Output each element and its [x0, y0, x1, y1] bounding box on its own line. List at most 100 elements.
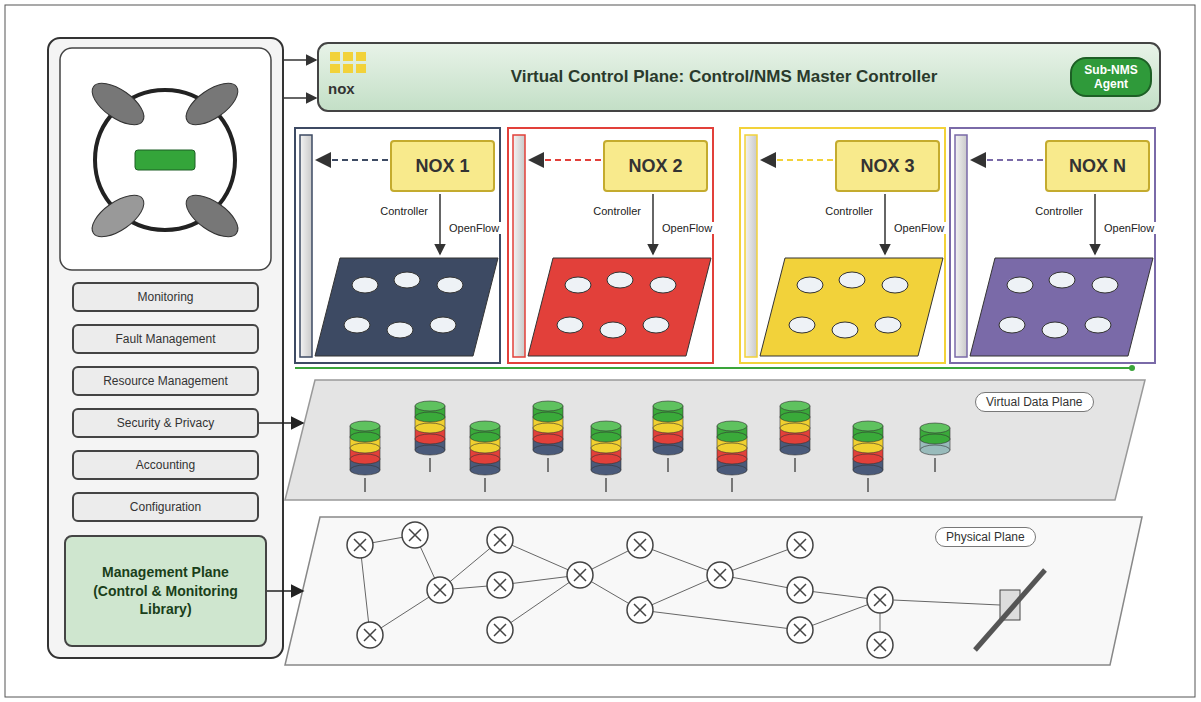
stack-layer-rim — [415, 434, 445, 444]
panel-arrow — [283, 97, 316, 99]
switch-cross — [494, 534, 506, 546]
slice-network-plane — [315, 258, 498, 356]
slice-label: OpenFlow — [447, 222, 501, 234]
virtual-switch — [352, 277, 378, 293]
node-text: Fault Management — [115, 332, 215, 346]
control-bar — [318, 43, 1160, 111]
node-text: Accounting — [136, 458, 195, 472]
physical-plane-sheet — [285, 517, 1142, 665]
stack-layer-rim — [920, 434, 950, 444]
stack-post — [731, 478, 733, 492]
openflow-arrow — [884, 194, 886, 254]
stack-post — [547, 458, 549, 472]
switch-cross — [364, 629, 376, 641]
virtual-switch — [387, 322, 413, 338]
stack-layer-rim — [591, 432, 621, 442]
virtual-switch — [1085, 317, 1111, 333]
slice-label: Controller — [378, 205, 430, 217]
plane-label: Physical Plane — [935, 527, 1036, 547]
stack-layer-rim — [780, 412, 810, 422]
stack-layer-rim — [533, 445, 563, 455]
node-text: NOX N — [1069, 156, 1126, 177]
management-library-box: Management Plane (Control & Monitoring L… — [64, 535, 267, 647]
stack-layer-rim — [591, 443, 621, 453]
slice-frame — [295, 128, 500, 363]
switch-cross — [714, 569, 726, 581]
openflow-arrow — [652, 194, 654, 254]
stack-layer-rim — [717, 443, 747, 453]
stack-layer-rim — [350, 465, 380, 475]
stack-top — [470, 421, 500, 431]
physical-switch — [787, 532, 813, 558]
virtual-switch — [832, 322, 858, 338]
openflow-arrow — [439, 194, 441, 254]
slice-label: Controller — [591, 205, 643, 217]
slice-label: OpenFlow — [892, 222, 946, 234]
stack-layer-rim — [653, 434, 683, 444]
stack-post — [605, 478, 607, 492]
virtual-switch — [643, 317, 669, 333]
slice-dashed-arrow — [972, 159, 1043, 161]
stack-top — [853, 421, 883, 431]
stack-layer-rim — [591, 465, 621, 475]
virtual-switch — [394, 272, 420, 288]
cycle-panel — [60, 48, 271, 270]
virtual-switch — [1092, 277, 1118, 293]
switch-cross — [354, 539, 366, 551]
nms-agent-pill: Sub-NMS Agent — [1070, 57, 1152, 97]
edge-arrow — [259, 422, 303, 424]
stack-top — [350, 421, 380, 431]
function-box: Resource Management — [72, 366, 259, 396]
stack-layer-rim — [533, 423, 563, 433]
node-text: NOX 2 — [628, 156, 682, 177]
stack-top — [415, 401, 445, 411]
stack-layer-rim — [591, 454, 621, 464]
physical-switch — [567, 562, 593, 588]
virtual-switch — [1007, 277, 1033, 293]
physical-switch — [787, 617, 813, 643]
physical-switch — [867, 587, 893, 613]
virtual-switch — [999, 317, 1025, 333]
stack-top — [533, 401, 563, 411]
stack-top — [653, 401, 683, 411]
physical-link — [893, 600, 1000, 605]
stack-top — [717, 421, 747, 431]
cycle-segment — [179, 75, 244, 132]
stack-layer-rim — [653, 412, 683, 422]
cycle-segment — [85, 187, 150, 244]
function-box: Fault Management — [72, 324, 259, 354]
virtual-switch — [430, 317, 456, 333]
cycle-segment — [179, 187, 244, 244]
virtual-switch — [875, 317, 901, 333]
slice-bus-end — [1129, 365, 1135, 371]
slice-dashed-arrow — [317, 159, 388, 161]
node-text: Security & Privacy — [117, 416, 214, 430]
data-plane: Virtual Data Plane — [285, 378, 1145, 500]
physical-switch — [402, 522, 428, 548]
switch-cross — [574, 569, 586, 581]
slice-dashed-arrow — [530, 159, 601, 161]
slice-bus — [295, 367, 1130, 369]
stack-layer-rim — [533, 412, 563, 422]
controller-box: NOX 3 — [835, 140, 940, 192]
plane-label: Virtual Data Plane — [975, 392, 1094, 412]
slice-strip — [955, 135, 967, 357]
physical-switch — [487, 572, 513, 598]
virtual-switch — [565, 277, 591, 293]
virtual-switch — [607, 272, 633, 288]
stack-layer-rim — [533, 434, 563, 444]
slice-strip — [745, 135, 757, 357]
physical-link — [640, 610, 800, 630]
edge-arrow — [267, 590, 303, 592]
switch-cross — [434, 584, 446, 596]
node-text: NOX 3 — [860, 156, 914, 177]
stack-layer-rim — [853, 443, 883, 453]
switch-cross — [874, 639, 886, 651]
stack-post — [794, 458, 796, 472]
physical-switch — [487, 617, 513, 643]
virtual-switch — [600, 322, 626, 338]
stack-layer-rim — [415, 412, 445, 422]
stack-layer-rim — [470, 432, 500, 442]
